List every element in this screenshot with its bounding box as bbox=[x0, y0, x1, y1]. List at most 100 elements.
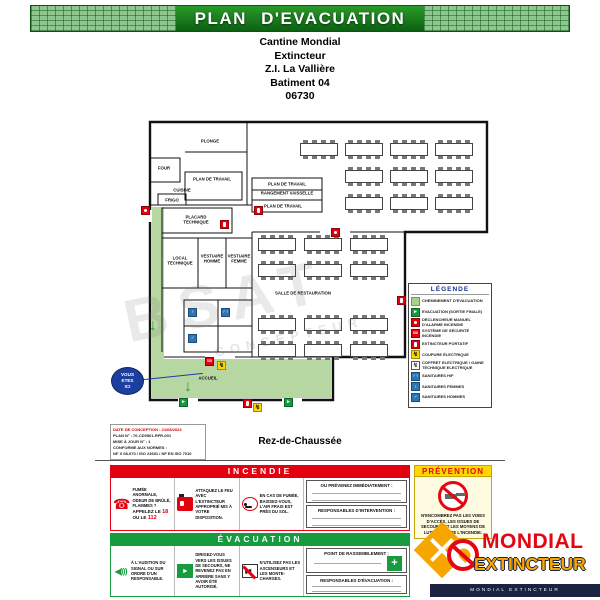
toilets-unisex-icon: ♂♀ bbox=[411, 371, 420, 381]
legend-item-label: CHEMINEMENT D'EVACUATION bbox=[422, 298, 483, 304]
dining-table bbox=[390, 140, 428, 159]
assembly-point-row bbox=[309, 555, 404, 571]
you-are-here-badge: VOUS ETES ICI bbox=[111, 367, 144, 395]
write-in-line bbox=[312, 588, 401, 592]
step-body: À L'AUDITION DU SIGNAL OU SUR ORDRE D'UN… bbox=[131, 560, 172, 581]
step-text: ATTAQUEZ LE FEU AVEC L'EXTINCTEUR APPROP… bbox=[195, 488, 233, 520]
fire-safety-system-icon: SSI bbox=[411, 329, 420, 339]
evacuation-path-zone bbox=[152, 359, 331, 398]
fire-right-column: OU PRÉVENEZ IMMÉDIATEMENT : RESPONSABLES… bbox=[303, 478, 409, 530]
exit-running-man-icon: ► bbox=[284, 398, 293, 407]
legend-item-label: DÉCLENCHEUR MANUEL D'ALARME INCENDIE bbox=[422, 317, 471, 327]
doc-info-line: MISE À JOUR N° : 1 bbox=[113, 439, 151, 444]
fire-safety-system-icon: SSI bbox=[205, 357, 214, 366]
intervention-responders-box: RESPONSABLES D'INTERVENTION : bbox=[306, 505, 407, 528]
exit-running-man-icon: ► bbox=[411, 307, 420, 317]
company-logo: MONDIAL EXTINCTEUR MONDIAL EXTINCTEUR bbox=[413, 521, 600, 600]
room-label: FRIGO bbox=[165, 197, 179, 203]
dining-table bbox=[258, 315, 296, 334]
legend-item-label: COUPURE ÉLECTRIQUE bbox=[422, 351, 469, 357]
dining-table bbox=[435, 140, 473, 159]
manual-alarm-icon bbox=[411, 318, 420, 328]
safety-instruction: EN CAS DE FUMÉE, BAISSEZ-VOUS, L'AIR FRA… bbox=[240, 478, 303, 530]
write-in-line bbox=[312, 520, 401, 526]
dining-table bbox=[258, 261, 296, 280]
address-line: Cantine Mondial bbox=[259, 36, 341, 48]
dining-table bbox=[345, 194, 383, 213]
floor-label: Rez-de-Chaussée bbox=[258, 436, 342, 447]
dining-table bbox=[300, 140, 338, 159]
legend-item-label: COFFRET ELECTRIQUE / GAINE TECHNIQUE ELE… bbox=[422, 359, 484, 370]
legend-item: ♂SANITAIRES HOMMES bbox=[411, 392, 489, 402]
address-line: 06730 bbox=[285, 90, 315, 102]
flame-icon bbox=[456, 546, 473, 563]
evacuate-run-icon bbox=[177, 564, 194, 578]
dining-table bbox=[304, 261, 342, 280]
room-label: FOUR bbox=[157, 165, 171, 171]
step-body: ATTAQUEZ LE FEU AVEC L'EXTINCTEUR APPROP… bbox=[195, 488, 236, 520]
doc-info-line: CONFORME AUX NORMES : bbox=[113, 445, 167, 450]
safety-instruction: À L'AUDITION DU SIGNAL OU SUR ORDRE D'UN… bbox=[111, 546, 176, 596]
you-are-here-line3: ICI bbox=[124, 383, 131, 389]
step-text: FUMÉE ANORMALE, ODEUR DE BRÛLÉ, FLAMMES … bbox=[132, 486, 171, 508]
evacuation-path-icon bbox=[411, 297, 420, 306]
evacuation-steps: À L'AUDITION DU SIGNAL OU SUR ORDRE D'UN… bbox=[111, 546, 303, 596]
evacuation-responders-box: RESPONSABLES D'ÉVACUATION : bbox=[306, 575, 407, 594]
step-text: N'UTILISEZ PAS LES ASCENSEURS ET LES MON… bbox=[259, 560, 301, 582]
evacuation-section-body: À L'AUDITION DU SIGNAL OU SUR ORDRE D'UN… bbox=[110, 545, 410, 597]
extinguisher-icon bbox=[243, 399, 252, 408]
dining-table bbox=[350, 341, 388, 360]
room-label: SALLE DE RESTAURATION bbox=[275, 290, 331, 296]
logo-footer-bar: MONDIAL EXTINCTEUR bbox=[430, 584, 600, 597]
manual-alarm-icon bbox=[141, 206, 150, 215]
doc-info-line: PLAN N° : 70-CD0501-RFR-001 bbox=[113, 433, 172, 438]
room-label: VESTIAIRE HOMME bbox=[200, 253, 224, 264]
write-in-line bbox=[312, 495, 401, 501]
extinguisher-icon bbox=[177, 494, 194, 511]
legend-item-label: SANITAIRES H/F bbox=[422, 372, 454, 378]
dining-table bbox=[304, 341, 342, 360]
step-body: FUMÉE ANORMALE, ODEUR DE BRÛLÉ, FLAMMES … bbox=[132, 487, 172, 521]
room-label: VESTIAIRE FEMME bbox=[227, 253, 251, 264]
room-label: PLACARD TECHNIQUE bbox=[183, 214, 209, 225]
evacuation-responders-title: RESPONSABLES D'ÉVACUATION : bbox=[320, 577, 393, 583]
safety-instruction: FUMÉE ANORMALE, ODEUR DE BRÛLÉ, FLAMMES … bbox=[111, 478, 176, 530]
number-112: 112 bbox=[147, 515, 157, 522]
legend-item: CHEMINEMENT D'EVACUATION bbox=[411, 297, 489, 306]
section-divider bbox=[95, 460, 505, 461]
assembly-point-box: POINT DE RASSEMBLEMENT : bbox=[306, 548, 407, 574]
notify-box: OU PRÉVENEZ IMMÉDIATEMENT : bbox=[306, 480, 407, 503]
dining-table bbox=[350, 235, 388, 254]
you-are-here-line2: ETES bbox=[121, 378, 134, 384]
no-blocking-icon bbox=[438, 481, 468, 511]
no-elevator-icon bbox=[241, 564, 258, 578]
dining-table bbox=[390, 167, 428, 186]
legend-item-label: SANITAIRES HOMMES bbox=[422, 394, 466, 400]
toilets-women-icon: ♀ bbox=[188, 308, 197, 317]
alarm-signal-icon bbox=[113, 567, 129, 576]
extinguisher-icon bbox=[411, 339, 420, 349]
safety-instruction: ATTAQUEZ LE FEU AVEC L'EXTINCTEUR APPROP… bbox=[175, 478, 240, 530]
room-label: PLAN DE TRAVAIL bbox=[192, 176, 232, 182]
legend-items: CHEMINEMENT D'EVACUATION►EVACUATION (SOR… bbox=[411, 297, 489, 402]
dining-table bbox=[435, 194, 473, 213]
toilets-women-icon: ♀ bbox=[411, 382, 420, 392]
doc-info-line: DATE DE CONCEPTION : 21/08/2023 bbox=[113, 427, 182, 432]
intervention-responders-title: RESPONSABLES D'INTERVENTION : bbox=[317, 507, 396, 513]
write-in-line bbox=[312, 514, 401, 520]
safety-instruction: N'UTILISEZ PAS LES ASCENSEURS ET LES MON… bbox=[240, 546, 303, 596]
step-body: N'UTILISEZ PAS LES ASCENSEURS ET LES MON… bbox=[260, 560, 301, 581]
you-are-here-line1: VOUS bbox=[120, 372, 135, 378]
legend-panel: LÉGENDE CHEMINEMENT D'EVACUATION►EVACUAT… bbox=[408, 283, 492, 408]
header-banner: PLAN D'EVACUATION bbox=[30, 5, 570, 32]
legend-item: ♀SANITAIRES FEMMES bbox=[411, 382, 489, 392]
exit-running-man-icon: ► bbox=[179, 398, 188, 407]
room-label: PLONGE bbox=[200, 138, 220, 144]
legend-item: ↯COUPURE ÉLECTRIQUE bbox=[411, 350, 489, 360]
safety-instruction: DIRIGEZ-VOUS VERS LES ISSUES DE SECOURS,… bbox=[175, 546, 240, 596]
room-label: CUISINE bbox=[173, 187, 191, 193]
step-text: DIRIGEZ-VOUS VERS LES ISSUES DE SECOURS,… bbox=[195, 552, 232, 590]
legend-item: DÉCLENCHEUR MANUEL D'ALARME INCENDIE bbox=[411, 317, 489, 328]
